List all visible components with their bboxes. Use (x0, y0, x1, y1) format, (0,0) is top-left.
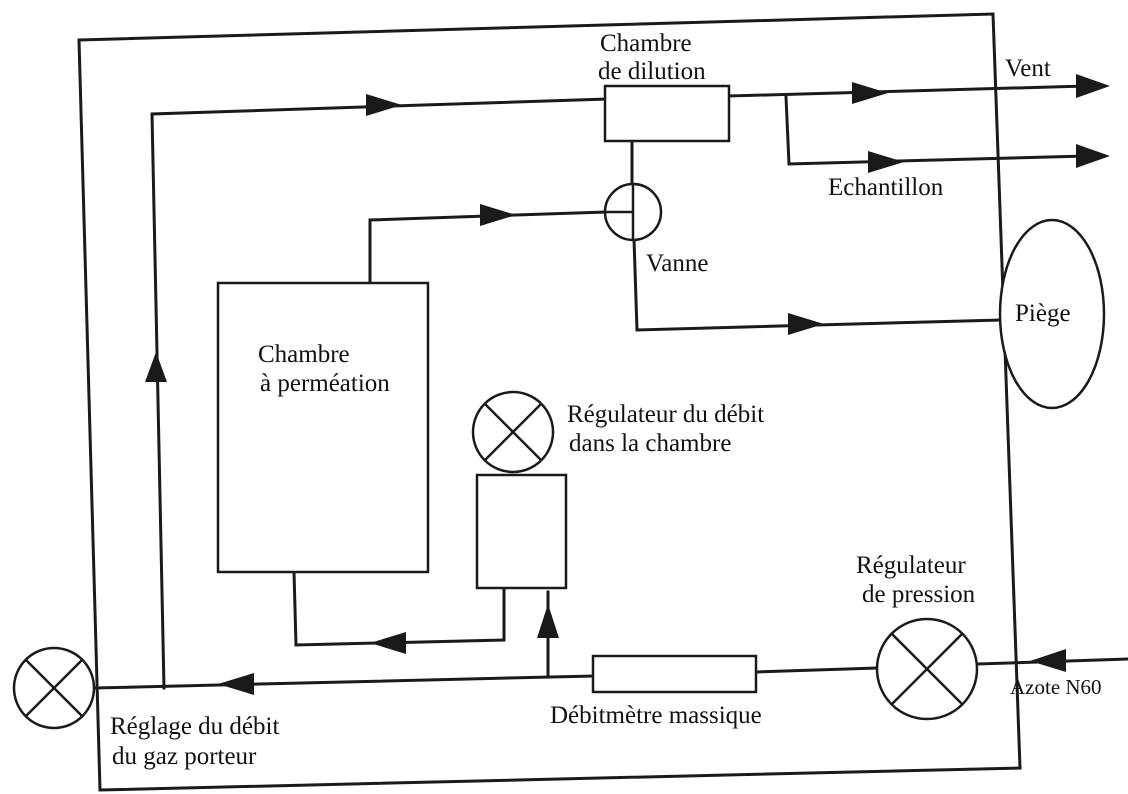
valve-label: Vanne (646, 250, 708, 277)
trap-label: Piège (1015, 300, 1071, 327)
arrow-up-regulator-branch (537, 604, 559, 638)
pressure-regulator-label-2: de pression (862, 581, 976, 608)
dilution-chamber-label-1: Chambre (600, 30, 692, 57)
chamber-flow-regulator-label-1: Régulateur du débit (567, 401, 764, 428)
arrow-right-vent-1 (852, 82, 888, 104)
permeation-chamber-box (216, 281, 430, 574)
arrow-left-return (370, 632, 406, 654)
pressure-regulator-icon (875, 617, 979, 721)
trap-ellipse (998, 218, 1106, 410)
mass-flowmeter-box (591, 654, 758, 694)
carrier-flow-adjust-icon (12, 646, 96, 730)
pipe-valve-trap (632, 237, 1002, 332)
sample-label: Echantillon (828, 174, 944, 201)
pipe-bottom-main (94, 674, 595, 690)
permeation-chamber-label-2: à perméation (260, 370, 390, 397)
pipe-to-vent (727, 84, 1087, 98)
pipe-left-riser (150, 97, 608, 690)
arrow-left-nitrogen (1030, 649, 1066, 672)
arrow-right-to-trap (788, 313, 824, 335)
enclosure-frame (77, 12, 1022, 792)
arrow-right-top-pipe (366, 94, 402, 116)
arrow-right-vent-head (1076, 74, 1110, 98)
pipe-permeation-valve (368, 210, 607, 285)
chamber-flow-regulator-box (475, 473, 568, 590)
permeation-chamber-label-1: Chambre (258, 341, 350, 368)
arrow-left-bottom-pipe (218, 673, 254, 695)
nitrogen-inlet-label: Azote N60 (1010, 675, 1102, 699)
carrier-flow-adjust-label-2: du gaz porteur (112, 743, 257, 770)
dilution-chamber-box (603, 84, 731, 143)
chamber-flow-regulator-icon (471, 390, 555, 474)
vent-label: Vent (1005, 55, 1051, 82)
pipe-to-sample (784, 95, 1087, 166)
arrow-right-to-valve (480, 204, 516, 226)
arrow-right-sample-1 (868, 151, 904, 173)
pipe-bottom-right (754, 666, 878, 674)
arrow-right-sample-head (1076, 144, 1110, 168)
pressure-regulator-label-1: Régulateur (856, 552, 966, 579)
pipe-permeation-return (292, 570, 506, 647)
carrier-flow-adjust-label-1: Réglage du débit (110, 713, 279, 740)
mass-flowmeter-label: Débitmètre massique (550, 702, 762, 729)
dilution-chamber-label-2: de dilution (598, 58, 706, 85)
chamber-flow-regulator-label-2: dans la chambre (569, 430, 731, 457)
arrow-up-left-riser (145, 352, 167, 382)
